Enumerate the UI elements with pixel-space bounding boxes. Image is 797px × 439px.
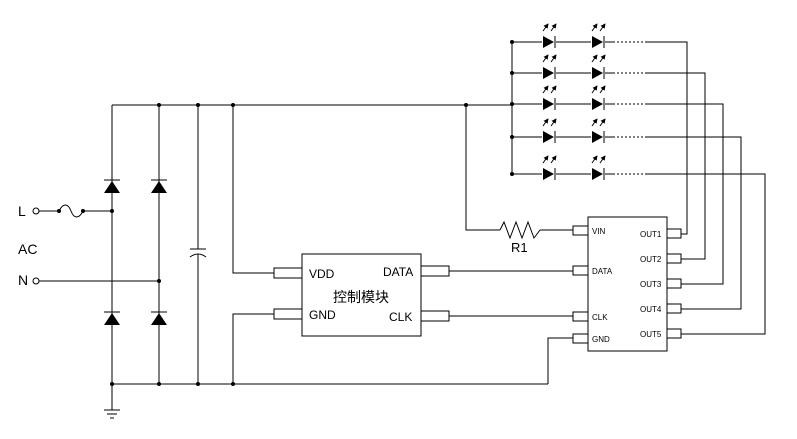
ac-label: AC	[18, 241, 37, 257]
out4-return-wire	[645, 136, 742, 310]
control-module: 控制模块 VDD GND DATA CLK	[232, 105, 573, 384]
led-string-1-led-2	[591, 23, 606, 48]
led-string-5-led-2	[591, 155, 606, 180]
out1-return-wire	[645, 41, 688, 235]
ground-symbol	[104, 409, 120, 419]
led-string-2-led-1	[542, 54, 557, 79]
ic-pin-out2: OUT2	[640, 255, 662, 264]
out3-return-wire	[645, 103, 724, 285]
ic-pin-clk: CLK	[592, 313, 608, 322]
ic-pin-out5: OUT5	[640, 330, 662, 339]
led-string-4-led-2	[591, 118, 606, 143]
diode-d2	[151, 179, 167, 193]
positive-rail	[112, 103, 512, 107]
driver-ic: VIN DATA CLK GND OUT1 OUT2 OUT3 OUT4 OUT…	[547, 216, 682, 384]
neutral-terminal	[32, 277, 40, 285]
control-module-title: 控制模块	[333, 289, 389, 305]
out5-return-wire	[645, 173, 766, 335]
ic-pin-out4: OUT4	[640, 305, 662, 314]
ic-pin-data: DATA	[592, 267, 613, 276]
led-string-3-led-1	[542, 85, 557, 110]
module-pin-vdd: VDD	[309, 267, 335, 281]
ic-pin-out1: OUT1	[640, 230, 662, 239]
resistor-r1: R1	[465, 105, 573, 255]
led-string-5-led-1	[542, 155, 557, 180]
ground-rail	[104, 382, 548, 419]
diode-d3	[104, 311, 120, 325]
filter-capacitor	[189, 105, 207, 384]
neutral-label: N	[18, 272, 28, 288]
ic-pin-out3: OUT3	[640, 280, 662, 289]
module-pin-clk: CLK	[389, 310, 412, 324]
resistor-label: R1	[511, 240, 528, 255]
led-string-1-led-1	[542, 23, 557, 48]
ac-input: L AC N	[18, 203, 161, 288]
led-array	[510, 23, 766, 335]
module-pin-data: DATA	[383, 265, 413, 279]
module-pin-gnd: GND	[309, 308, 336, 322]
ic-pin-vin: VIN	[592, 227, 606, 236]
ic-pin-gnd: GND	[592, 335, 610, 344]
out2-return-wire	[645, 72, 706, 260]
led-string-3-led-2	[591, 85, 606, 110]
line-terminal	[32, 207, 40, 215]
line-label: L	[18, 203, 26, 219]
fuse	[57, 204, 85, 218]
diode-d4	[151, 311, 167, 325]
bridge-rectifier	[104, 105, 167, 384]
led-string-4-led-1	[542, 118, 557, 143]
led-string-2-led-2	[591, 54, 606, 79]
diode-d1	[104, 179, 120, 193]
